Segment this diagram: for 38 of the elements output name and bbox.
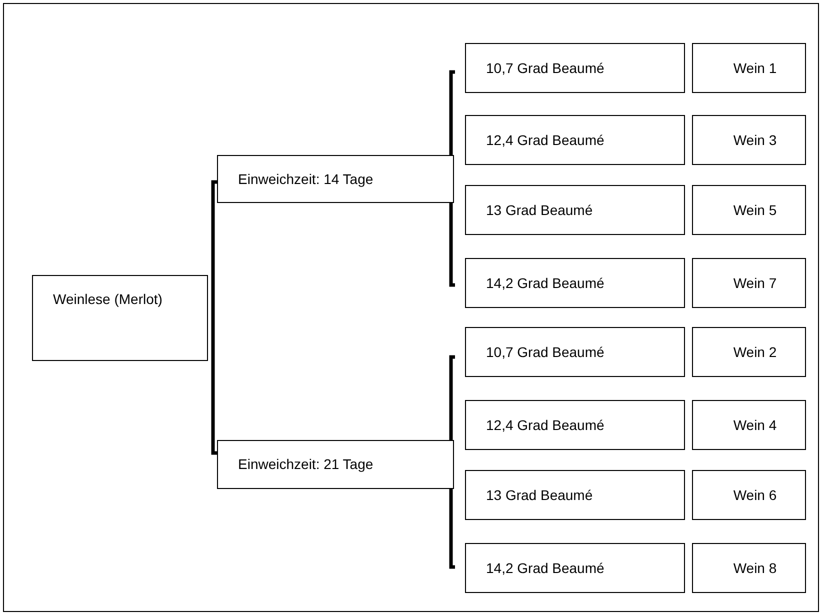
- box-label: Wein 6: [733, 486, 777, 504]
- process-box: [692, 470, 806, 520]
- process-box: [465, 327, 685, 377]
- box-label: Einweichzeit: 14 Tage: [238, 170, 374, 188]
- box-label: Wein 7: [733, 274, 777, 292]
- process-box: [465, 43, 685, 93]
- box-label: Wein 3: [733, 130, 777, 150]
- process-box: [465, 543, 685, 593]
- process-box: [692, 327, 806, 377]
- process-box: [465, 185, 685, 235]
- box-label: 12,4 Grad Beaumé: [486, 130, 604, 150]
- process-box: [692, 185, 806, 235]
- box-label: Einweichzeit: 21 Tage: [238, 455, 374, 474]
- process-box: [32, 275, 208, 361]
- process-box: [465, 400, 685, 450]
- box-label: Wein 2: [733, 342, 777, 362]
- process-box: [465, 470, 685, 520]
- box-label: Weinlese (Merlot): [53, 290, 162, 308]
- process-box: [465, 115, 685, 165]
- box-label: 10,7 Grad Beaumé: [486, 342, 604, 362]
- box-label: 14,2 Grad Beaumé: [486, 274, 604, 292]
- box-label: 13 Grad Beaumé: [486, 486, 593, 504]
- process-box: [692, 43, 806, 93]
- box-label: 13 Grad Beaumé: [486, 200, 593, 220]
- process-box: [692, 258, 806, 308]
- box-label: Wein 8: [733, 558, 777, 578]
- box-label: Wein 4: [733, 416, 777, 434]
- process-box: [465, 258, 685, 308]
- process-box: [692, 543, 806, 593]
- box-label: 12,4 Grad Beaumé: [486, 416, 604, 434]
- process-box: [692, 115, 806, 165]
- process-box: [217, 440, 454, 489]
- box-label: 10,7 Grad Beaumé: [486, 58, 604, 78]
- process-box: [217, 155, 454, 203]
- box-label: Wein 5: [733, 200, 777, 220]
- box-label: Wein 1: [733, 58, 777, 78]
- process-box: [692, 400, 806, 450]
- box-label: 14,2 Grad Beaumé: [486, 558, 604, 578]
